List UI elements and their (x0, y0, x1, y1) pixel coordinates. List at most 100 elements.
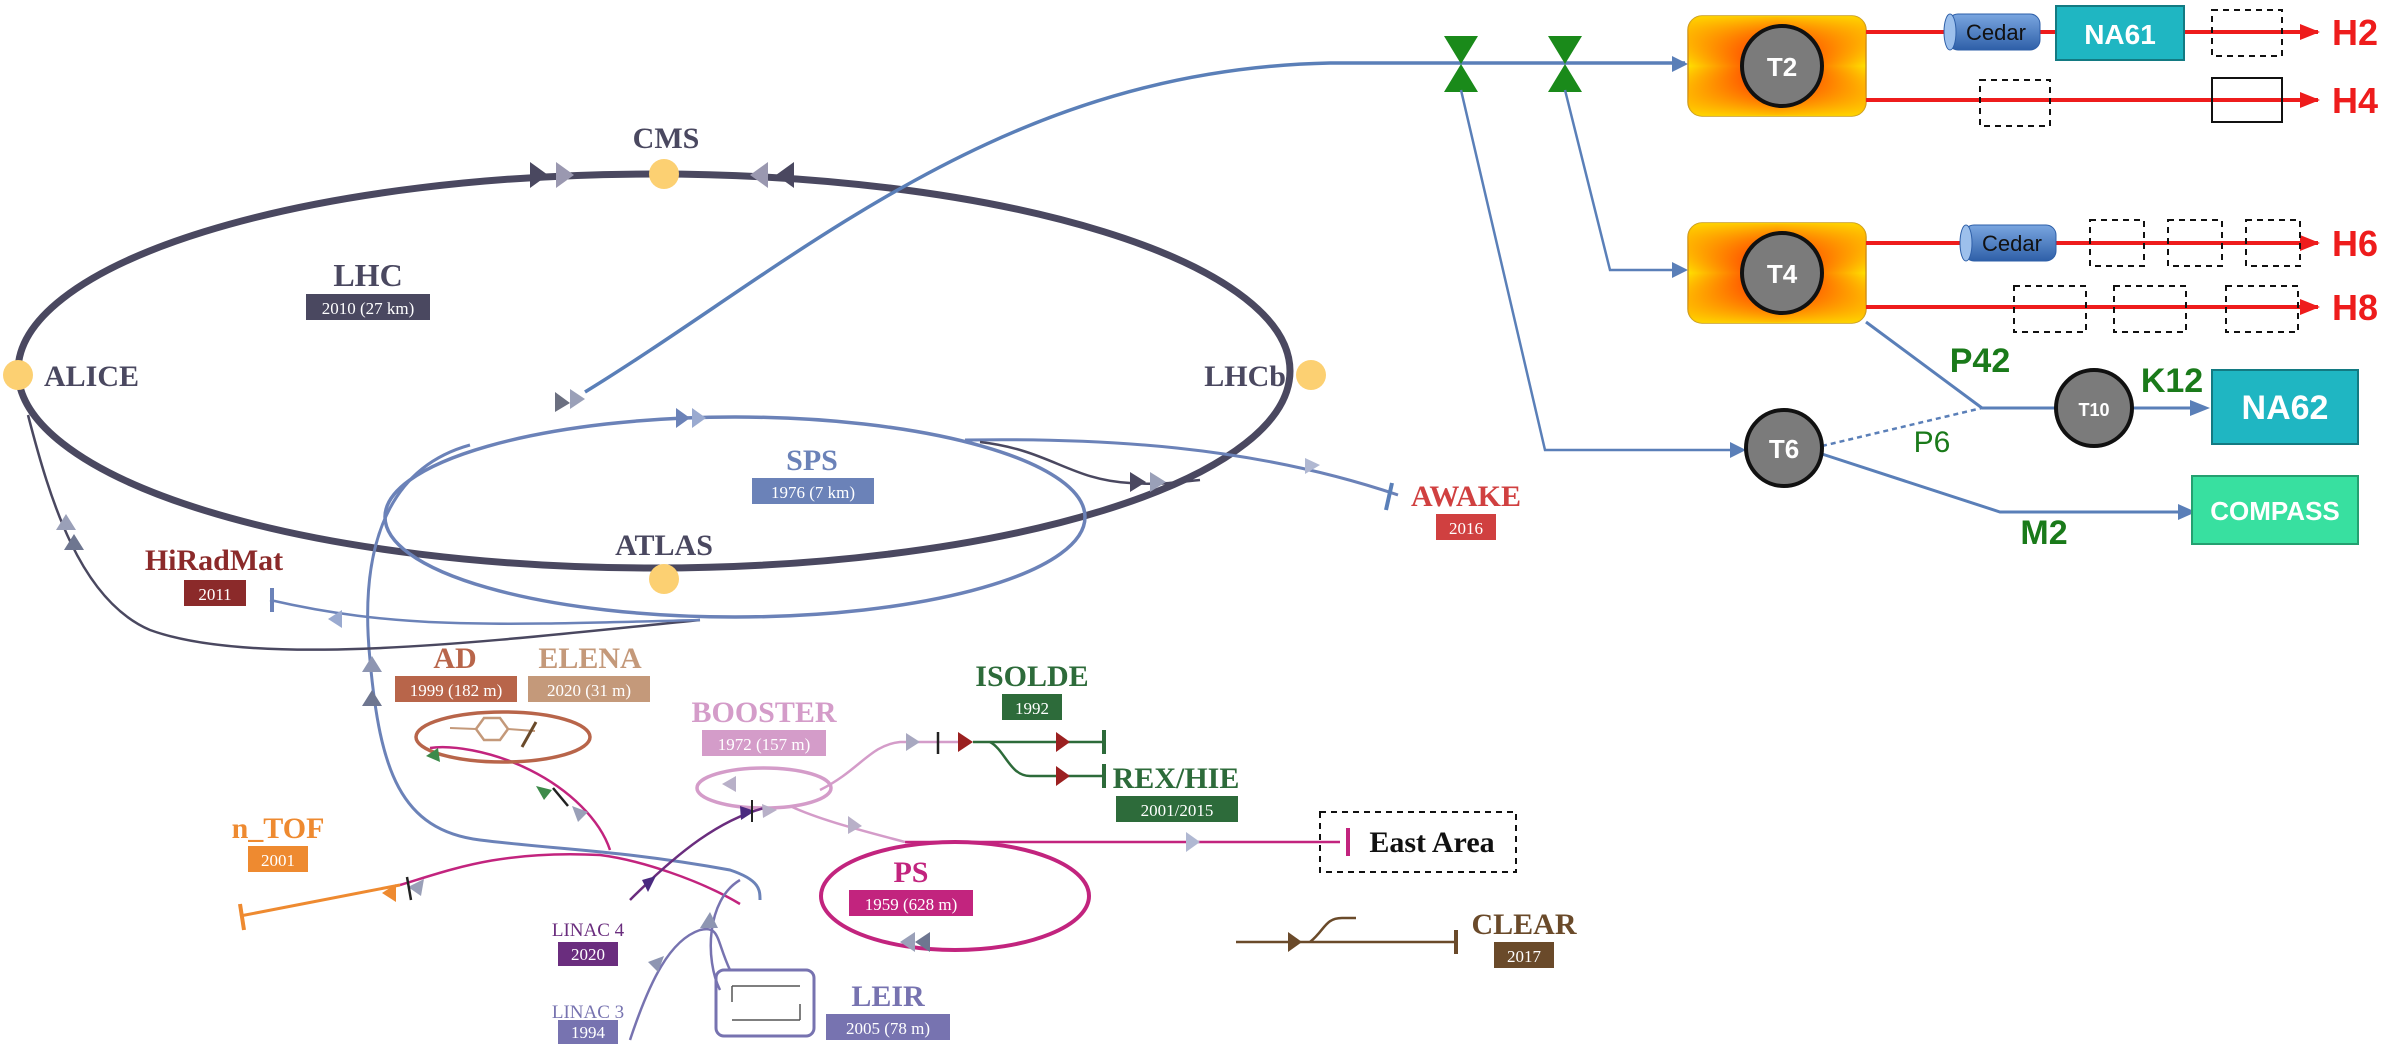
awake-arrow (1305, 458, 1320, 474)
h6-label: H6 (2332, 223, 2378, 264)
atlas-dot (649, 564, 679, 594)
lhcb-label: LHCb (1204, 360, 1286, 393)
splitter-2 (1548, 36, 1582, 92)
sps-awake-line (964, 438, 1399, 497)
ntof-info-badge (248, 846, 308, 872)
na61-label: NA61 (2084, 19, 2156, 50)
sps-arrow (692, 408, 706, 428)
booster-ring (695, 766, 833, 810)
h8-arrow (2300, 299, 2320, 315)
east-area-label: East Area (1369, 826, 1494, 859)
hiradmat-info-badge (184, 580, 246, 606)
hiradmat-info: 2011 (198, 585, 231, 604)
transfer-arrow (555, 392, 570, 412)
ps-ad-line (429, 745, 612, 851)
h2-arrow (2300, 24, 2320, 40)
compass-label: COMPASS (2210, 496, 2340, 526)
cedar-2-label: Cedar (1982, 231, 2042, 256)
awake-label: AWAKE (1411, 480, 1521, 513)
ntof-arrow (408, 879, 424, 896)
linac4-arrow (642, 876, 656, 892)
linac3-info-badge (558, 1020, 618, 1044)
ad-marker (552, 787, 569, 807)
lhcb-dot (1296, 360, 1326, 390)
detector-slot (2211, 9, 2283, 57)
detector-slot (2225, 285, 2299, 333)
ntof-stop (238, 903, 246, 931)
transfer-arrow (570, 389, 585, 409)
isolde-line (989, 740, 1104, 778)
isolde-info: 1992 (1015, 699, 1049, 718)
splitter-1 (1444, 36, 1478, 92)
sps-ps-transfer-line (366, 443, 762, 901)
cms-dot (649, 159, 679, 189)
ps-label: PS (893, 856, 928, 889)
transfer-arrow (64, 534, 84, 550)
ntof-arrow (382, 884, 396, 902)
clear-info: 2017 (1507, 947, 1542, 966)
lhc-arrow (556, 162, 574, 188)
h8-label: H8 (2332, 287, 2378, 328)
alice-dot (3, 360, 33, 390)
north-arrow (1730, 442, 1746, 458)
t2-label: T2 (1767, 52, 1797, 82)
hiradmat-line (269, 598, 701, 626)
compass-box (2191, 475, 2359, 545)
awake-info: 2016 (1449, 519, 1483, 538)
booster-info-badge (702, 730, 826, 756)
cedar-1-label: Cedar (1966, 20, 2026, 45)
t2-core (1740, 24, 1824, 108)
linac3-info: 1994 (571, 1023, 606, 1042)
detector-slot (2013, 285, 2087, 333)
isolde-arrow (906, 733, 920, 751)
transfer-arrow (1130, 472, 1146, 492)
lhc-label: LHC (333, 257, 402, 293)
leir-arrow (700, 912, 718, 928)
ntof-info: 2001 (261, 851, 295, 870)
ntof-marker (405, 876, 413, 901)
detector-slot (2245, 219, 2301, 267)
alice-label: ALICE (44, 360, 139, 393)
east-area-box (1319, 811, 1517, 873)
k12-arrow (2190, 400, 2210, 416)
transfer-arrow (1150, 472, 1166, 492)
transfer-arrow (362, 656, 382, 672)
linac4-info: 2020 (571, 945, 605, 964)
lhc-ring (14, 170, 1294, 572)
detector-slot (2089, 219, 2145, 267)
t4-core (1740, 231, 1824, 315)
hiradmat-label: HiRadMat (145, 544, 283, 577)
ps-ntof-line (399, 853, 741, 906)
h4-arrow (2300, 92, 2320, 108)
p6-label: P6 (1914, 426, 1951, 459)
m2-arrow (2178, 504, 2196, 520)
elena-ring (474, 716, 510, 742)
ad-arrow (536, 786, 552, 800)
booster-arrow (722, 776, 736, 792)
isolde-info-badge (1002, 694, 1062, 720)
leir-ps-line (709, 878, 741, 991)
isolde-label: ISOLDE (975, 660, 1088, 693)
ad-label: AD (433, 642, 476, 675)
h6-arrow (2300, 235, 2320, 251)
transfer-arrow (56, 514, 76, 530)
k12-label: K12 (2141, 362, 2203, 400)
leir-inner (732, 985, 800, 1021)
t6-target (1744, 408, 1824, 488)
sps-info-badge (752, 478, 874, 504)
p42-label: P42 (1950, 342, 2011, 380)
detector-slot (2211, 77, 2283, 123)
line-to-t6 (1459, 89, 1742, 452)
h2-label: H2 (2332, 12, 2378, 53)
elena-line (449, 727, 477, 730)
isolde-arrow (958, 732, 973, 752)
p42-beamline (1865, 320, 1983, 410)
booster-ps-line (789, 804, 906, 844)
ad-info: 1999 (182 m) (410, 681, 503, 700)
booster-isolde-line (819, 740, 960, 792)
p6-beamline (1821, 406, 1983, 448)
cedar-1-end (1943, 13, 1957, 51)
linac4-label: LINAC 4 (552, 920, 625, 941)
leir-label: LEIR (851, 980, 925, 1013)
